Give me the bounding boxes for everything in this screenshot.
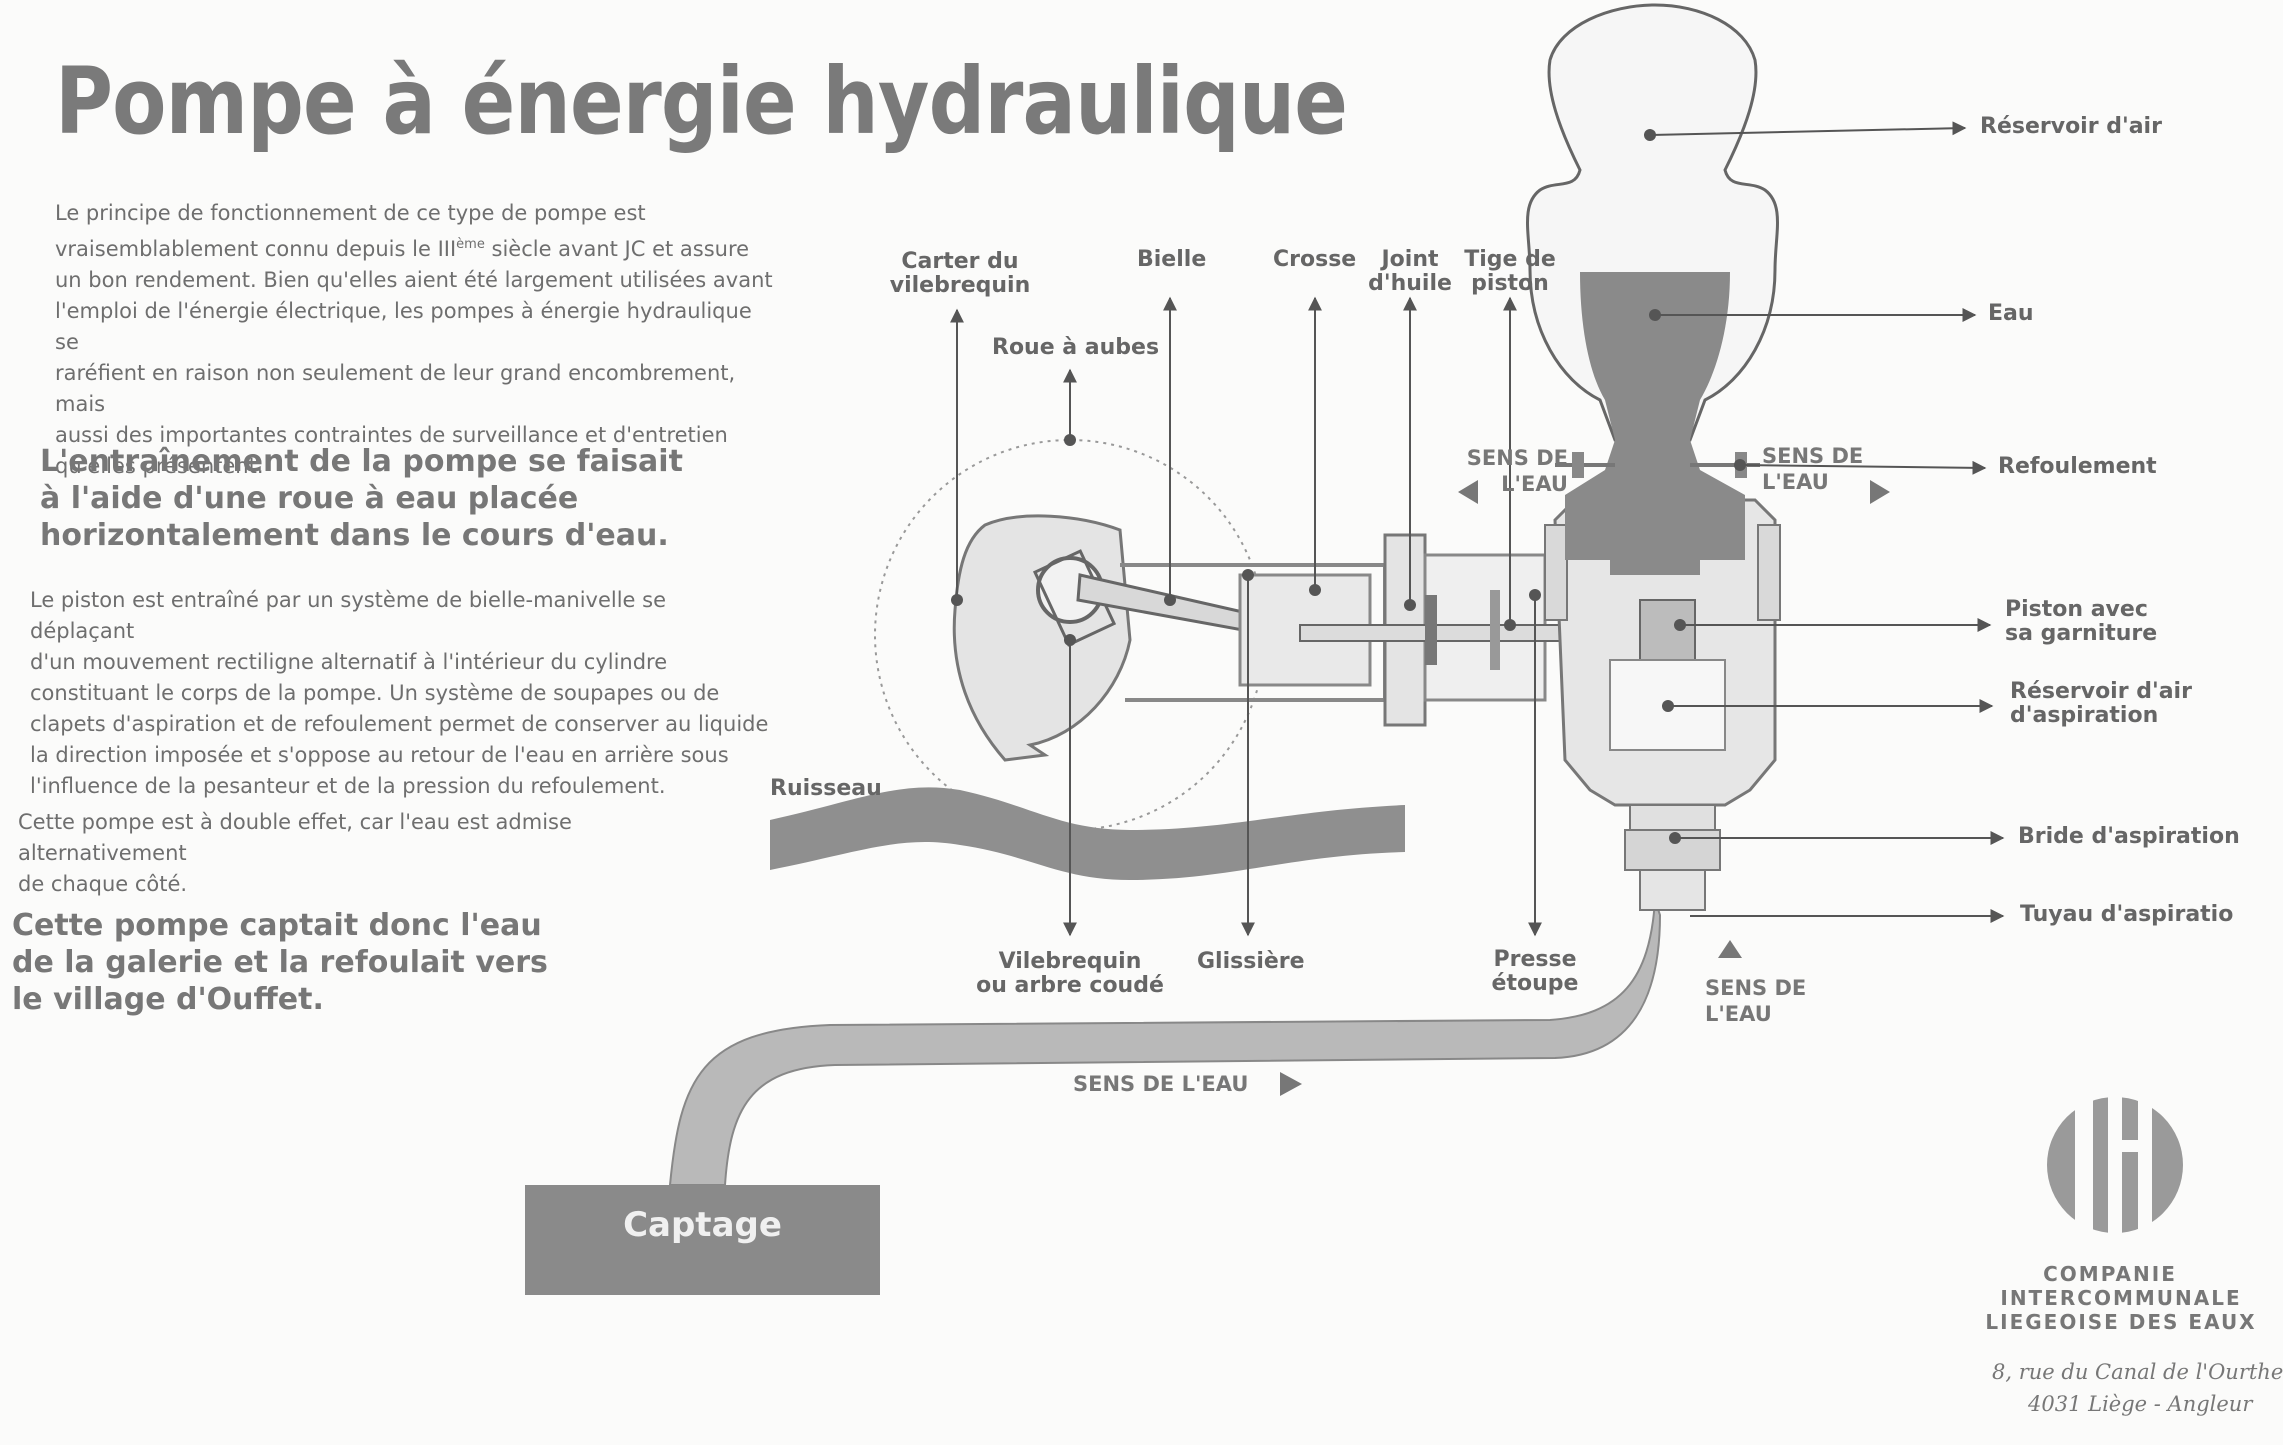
leader-dot — [1734, 459, 1746, 471]
leader-dot — [1662, 700, 1674, 712]
pump-flange-right — [1757, 524, 1781, 621]
flow-arrow-pipe — [1280, 1072, 1302, 1096]
stream-shape — [770, 787, 1405, 880]
intro-line: Le principe de fonctionnement de ce type… — [55, 201, 646, 225]
leader-dot — [1064, 434, 1076, 446]
company-name-line: COMPANIE — [2043, 1262, 2177, 1286]
capture-pipe — [668, 899, 1662, 1186]
leader-dot — [1164, 594, 1176, 606]
pump-water — [1565, 440, 1745, 575]
pump-flange-left — [1544, 524, 1568, 621]
label-reservoir-air: Réservoir d'air — [1980, 114, 2162, 139]
leader-dot — [1404, 599, 1416, 611]
lead-paragraph-drive: L'entraînement de la pompe se faisait à … — [40, 444, 683, 553]
intro-line: qu'elles présentent. — [55, 454, 264, 478]
intro-line: l'emploi de l'énergie électrique, les po… — [55, 299, 752, 354]
double-effect-paragraph: Cette pompe est à double effet, car l'ea… — [18, 810, 572, 896]
crankcase-housing — [952, 514, 1132, 762]
lead-paragraph-capture: Cette pompe captait donc l'eau de la gal… — [12, 908, 548, 1017]
intro-paragraph: Le principe de fonctionnement de ce type… — [55, 198, 775, 482]
label-tuyau-aspiration: Tuyau d'aspiratio — [2020, 902, 2234, 927]
oil-seal — [1425, 595, 1437, 665]
intro-line: un bon rendement. Bien qu'elles aient ét… — [55, 268, 773, 292]
intro-line: aussi des importantes contraintes de sur… — [55, 423, 728, 447]
page-title: Pompe à énergie hydraulique — [55, 48, 1348, 155]
gland-ring — [1490, 590, 1500, 670]
label-glissiere: Glissière — [1197, 949, 1305, 974]
intro-line: raréfient en raison non seulement de leu… — [55, 361, 736, 416]
label-bielle: Bielle — [1137, 247, 1207, 272]
company-name-line: LIEGEOISE DES EAUX — [1985, 1310, 2257, 1334]
label-bride-aspiration: Bride d'aspiration — [2018, 824, 2240, 849]
label-roue-aubes: Roue à aubes — [992, 335, 1160, 360]
label-crosse: Crosse — [1273, 247, 1357, 272]
discharge-bolt-left — [1572, 452, 1584, 478]
company-address-city: 4031 Liège - Angleur — [2028, 1392, 2253, 1416]
company-address-street: 8, rue du Canal de l'Ourthe — [1992, 1360, 2283, 1384]
leader-dot — [1309, 584, 1321, 596]
leader-dot — [951, 594, 963, 606]
leader-dot — [1504, 619, 1516, 631]
leader-refoulement — [1739, 460, 1987, 475]
leader-dot — [1529, 589, 1541, 601]
leader-dot — [1064, 634, 1076, 646]
leader-reservoir-air — [1649, 121, 1967, 136]
reservoir-water — [1580, 272, 1730, 440]
mechanism-paragraph: Le piston est entraîné par un système de… — [30, 588, 769, 798]
leader-dot — [1669, 832, 1681, 844]
label-refoulement: Refoulement — [1998, 454, 2157, 479]
flow-arrow-right — [1870, 480, 1890, 504]
flow-label-pipe: SENS DE L'EAU — [1073, 1072, 1249, 1096]
leader-dot — [1644, 129, 1656, 141]
intro-line: vraisemblablement connu depuis le IIIème… — [55, 237, 750, 261]
leader-dot — [1242, 569, 1254, 581]
suction-pipe — [1639, 869, 1706, 911]
company-name-line: INTERCOMMUNALE — [2000, 1286, 2242, 1310]
leader-dot — [1674, 619, 1686, 631]
label-ruisseau: Ruisseau — [770, 776, 882, 801]
label-eau: Eau — [1988, 301, 2034, 326]
flow-arrow-up — [1718, 940, 1742, 958]
captage-block — [525, 1185, 880, 1295]
captage-label: Captage — [623, 1205, 782, 1245]
flow-arrow-left — [1458, 480, 1478, 504]
leader-dot — [1649, 309, 1661, 321]
company-logo — [2047, 1090, 2183, 1240]
